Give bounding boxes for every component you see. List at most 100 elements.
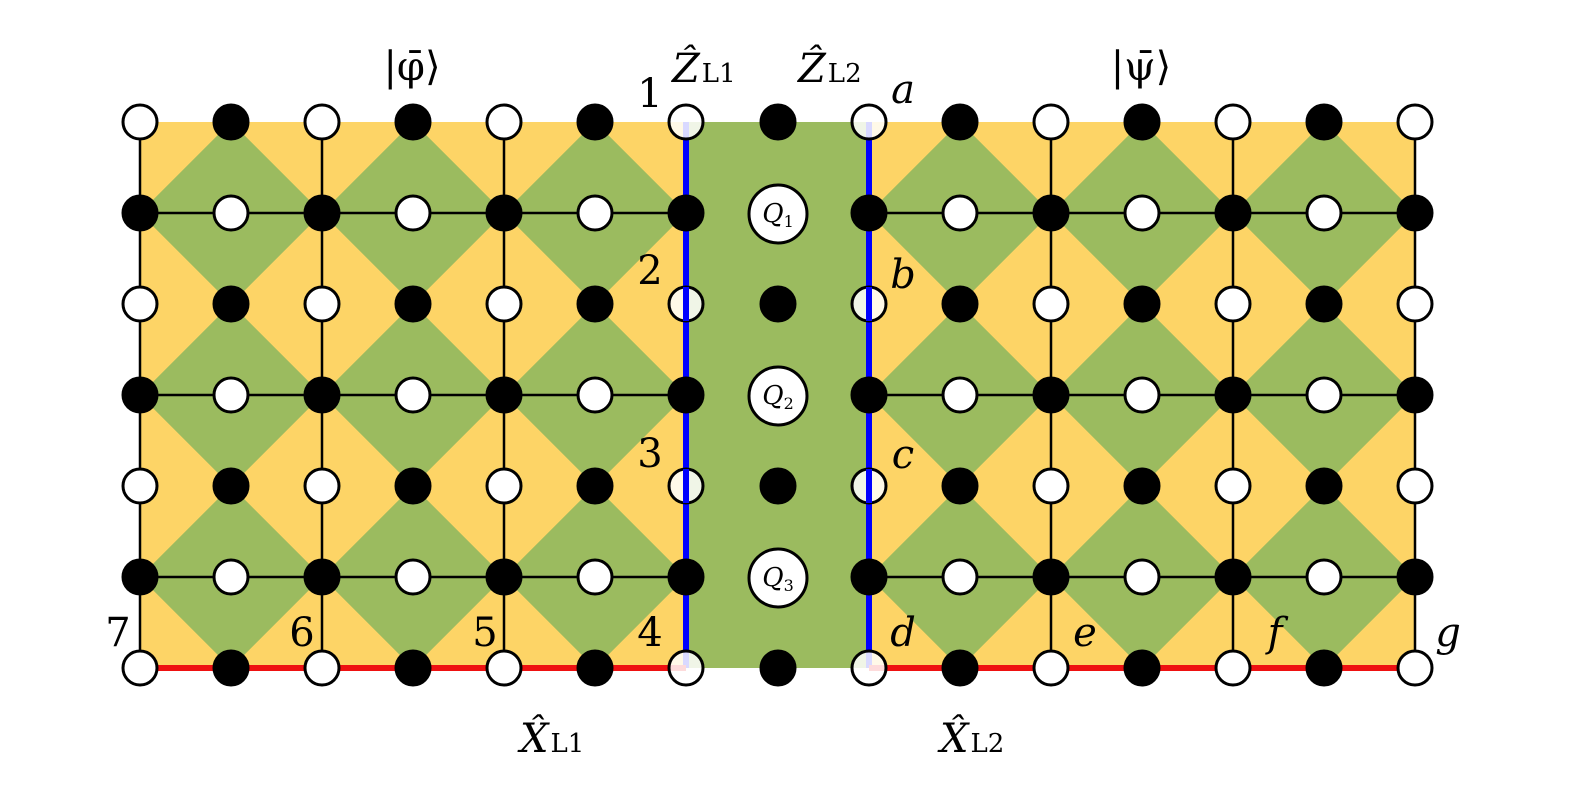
qubit-label: b: [890, 252, 916, 298]
data-qubit-black: [485, 558, 523, 596]
data-qubit-black: [1305, 285, 1343, 323]
data-qubit-black: [394, 649, 432, 687]
operator-label-z-l2: ẐL2: [796, 45, 862, 92]
data-qubit-white: [1214, 103, 1252, 141]
qubit-label: c: [892, 432, 914, 478]
operator-symbol: X̂: [517, 716, 550, 762]
data-qubit-black: [212, 103, 250, 141]
data-qubit-white: [850, 103, 888, 141]
data-qubit-white: [1032, 649, 1070, 687]
data-qubit-black: [1214, 558, 1252, 596]
data-qubit-black: [394, 467, 432, 505]
data-qubit-black: [759, 103, 797, 141]
operator-subscript: L1: [550, 729, 584, 759]
data-qubit-black: [759, 285, 797, 323]
operator-symbol: Ẑ: [796, 45, 827, 92]
data-qubit-black: [759, 649, 797, 687]
data-qubit-black: [667, 558, 705, 596]
data-qubit-white: [667, 103, 705, 141]
data-qubit-white: [1305, 376, 1343, 414]
data-qubit-white: [121, 467, 159, 505]
data-qubit-black: [576, 285, 614, 323]
data-qubit-white: [485, 649, 523, 687]
operator-label-x-l2: X̂L2: [937, 716, 1004, 762]
data-qubit-white: [1214, 285, 1252, 323]
data-qubit-black: [759, 467, 797, 505]
ancilla-qubit-q3: Q3: [747, 547, 809, 609]
state-label-psi: |ψ̄⟩: [1111, 44, 1171, 90]
data-qubit-black: [121, 194, 159, 232]
data-qubit-black: [303, 558, 341, 596]
operator-symbol: X̂: [937, 716, 970, 762]
state-label-phi: |φ̄⟩: [383, 44, 440, 90]
data-qubit-white: [1123, 376, 1161, 414]
qubit-label: 6: [289, 610, 314, 656]
data-qubit-black: [850, 194, 888, 232]
data-qubit-black: [667, 376, 705, 414]
data-qubit-black: [1214, 194, 1252, 232]
qubit-label: 3: [637, 431, 662, 477]
data-qubit-white: [576, 376, 614, 414]
data-qubit-white: [303, 285, 341, 323]
data-qubit-black: [121, 376, 159, 414]
data-qubit-white: [485, 103, 523, 141]
data-qubit-black: [485, 376, 523, 414]
qubit-label: 2: [637, 248, 662, 294]
data-qubit-white: [1396, 649, 1434, 687]
data-qubit-black: [1396, 558, 1434, 596]
data-qubit-white: [576, 558, 614, 596]
ancilla-label: Q2: [762, 381, 794, 413]
data-qubit-black: [941, 285, 979, 323]
data-qubit-black: [941, 649, 979, 687]
data-qubit-black: [576, 103, 614, 141]
data-qubit-white: [1396, 103, 1434, 141]
data-qubit-white: [121, 649, 159, 687]
data-qubit-white: [1032, 103, 1070, 141]
operator-subscript: L2: [828, 59, 862, 89]
data-qubit-white: [394, 194, 432, 232]
qubit-label: 4: [637, 610, 662, 656]
data-qubit-black: [121, 558, 159, 596]
data-qubit-white: [1123, 558, 1161, 596]
data-qubit-black: [1123, 467, 1161, 505]
data-qubit-white: [1214, 649, 1252, 687]
data-qubit-black: [1123, 285, 1161, 323]
data-qubit-black: [576, 467, 614, 505]
data-qubit-white: [485, 467, 523, 505]
data-qubit-black: [394, 285, 432, 323]
qubit-label: d: [890, 610, 916, 656]
data-qubit-white: [941, 194, 979, 232]
qubit-label: 7: [105, 610, 130, 656]
data-qubit-black: [667, 194, 705, 232]
data-qubit-black: [1305, 649, 1343, 687]
data-qubit-white: [121, 285, 159, 323]
data-qubit-white: [941, 376, 979, 414]
data-qubit-black: [1305, 103, 1343, 141]
data-qubit-black: [850, 558, 888, 596]
data-qubit-black: [212, 467, 250, 505]
data-qubit-white: [394, 558, 432, 596]
data-qubit-black: [303, 194, 341, 232]
data-qubit-black: [1396, 376, 1434, 414]
data-qubit-white: [576, 194, 614, 232]
data-qubit-white: [394, 376, 432, 414]
operator-subscript: L2: [970, 729, 1004, 759]
data-qubit-black: [850, 376, 888, 414]
data-qubit-white: [1032, 285, 1070, 323]
data-qubit-white: [1305, 558, 1343, 596]
data-qubit-black: [303, 376, 341, 414]
qubit-label: e: [1073, 610, 1097, 656]
data-qubit-black: [1032, 194, 1070, 232]
data-qubit-white: [1214, 467, 1252, 505]
data-qubit-white: [121, 103, 159, 141]
qubit-label: 5: [472, 610, 497, 656]
data-qubit-black: [1032, 376, 1070, 414]
ancilla-qubit-q2: Q2: [747, 365, 809, 427]
data-qubit-black: [941, 103, 979, 141]
data-qubit-black: [576, 649, 614, 687]
operator-label-z-l1: ẐL1: [670, 45, 736, 92]
operator-label-x-l1: X̂L1: [517, 716, 584, 762]
data-qubit-black: [394, 103, 432, 141]
